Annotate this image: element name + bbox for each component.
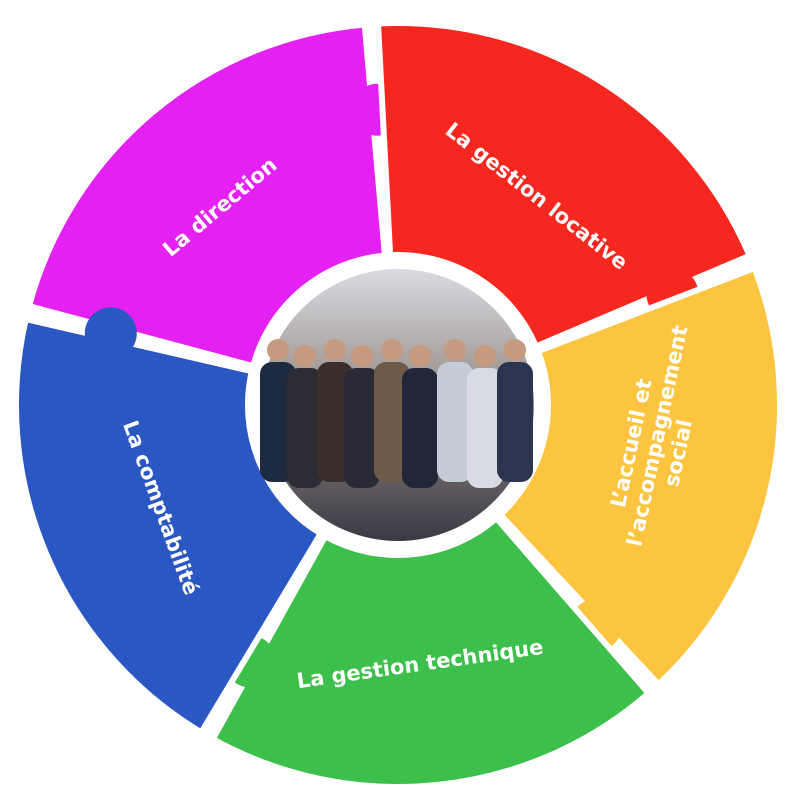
- segment-accueil: [496, 264, 783, 689]
- person-silhouette: [374, 339, 410, 482]
- segment-direction: [25, 21, 389, 370]
- person-silhouette: [497, 339, 533, 482]
- segment-comptabilite: [13, 315, 325, 737]
- puzzle-knob: [84, 307, 137, 360]
- person-silhouette: [437, 339, 473, 482]
- person-silhouette: [287, 345, 323, 488]
- person-silhouette: [344, 345, 380, 488]
- segment-gestion-technique: [208, 513, 653, 790]
- segment-gestion-locative: [374, 20, 754, 351]
- person-silhouette: [467, 345, 503, 488]
- person-silhouette: [402, 345, 438, 488]
